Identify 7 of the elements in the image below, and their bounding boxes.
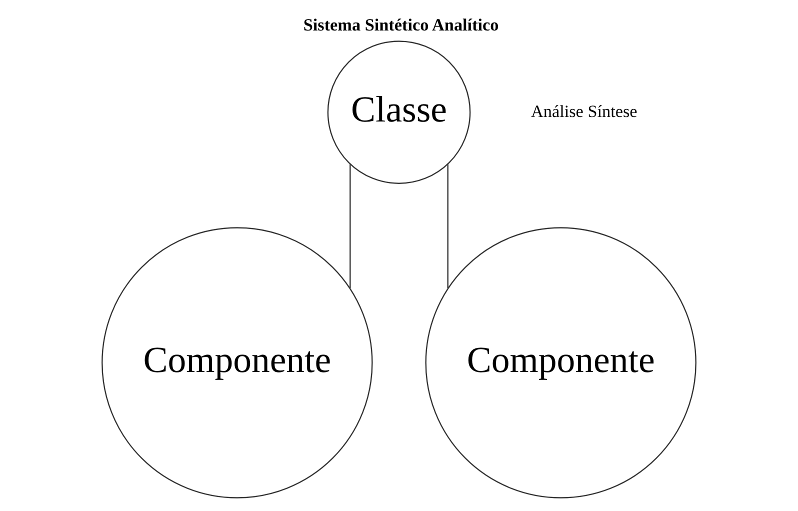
node-circle: Componente bbox=[425, 227, 696, 498]
diagram-title: Sistema Sintético Analítico bbox=[303, 15, 499, 34]
connector bbox=[447, 164, 448, 288]
label: Análise Síntese bbox=[531, 102, 638, 121]
connector bbox=[350, 164, 351, 288]
node-circle: Componente bbox=[102, 227, 373, 498]
node-circle: Classe bbox=[327, 40, 471, 184]
